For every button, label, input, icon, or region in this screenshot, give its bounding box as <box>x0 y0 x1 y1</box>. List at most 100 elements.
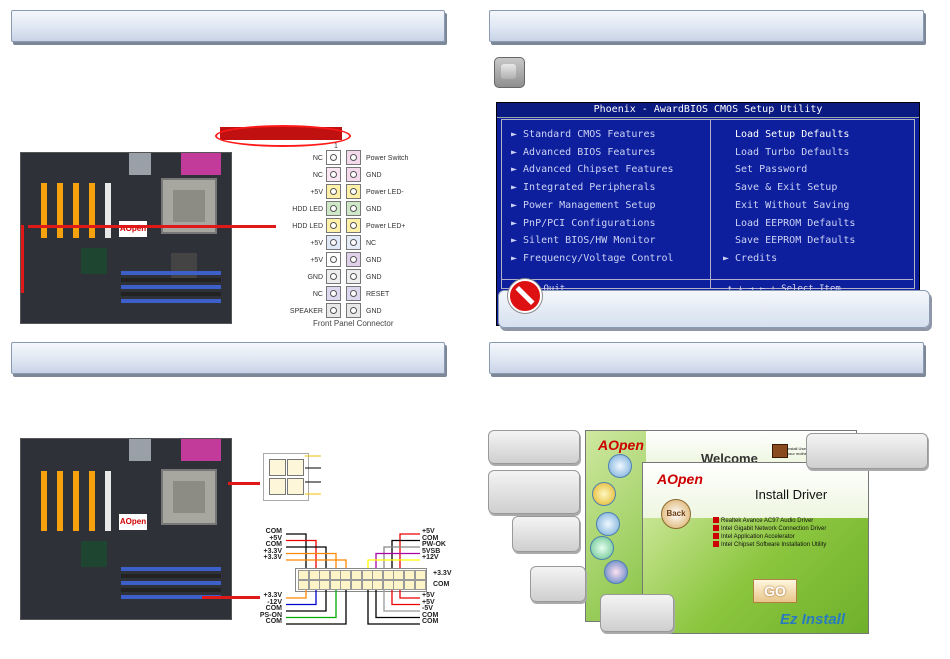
pin <box>346 235 361 250</box>
bios-menu-item[interactable]: ► Silent BIOS/HW Monitor <box>511 235 656 247</box>
driver-item[interactable]: Realtek Avance AC97 Audio Driver <box>713 517 826 525</box>
driver-item[interactable]: Intel Application Accelerator <box>713 533 826 541</box>
fp-row: +5V GND <box>290 252 420 269</box>
atx-pin-label: COM <box>422 611 439 619</box>
atx-pin <box>298 570 309 580</box>
atx-pin-label: COM <box>422 534 439 542</box>
pin <box>346 286 361 301</box>
ez-brand: AOpen <box>598 437 644 453</box>
bios-menu-item[interactable]: Load EEPROM Defaults <box>735 217 856 229</box>
checkbox[interactable] <box>713 541 719 548</box>
atx-pin <box>372 570 384 580</box>
callout-box-5 <box>600 594 674 632</box>
bios-menu-item[interactable]: Set Password <box>735 164 808 176</box>
ez-menu-icon-3[interactable] <box>596 512 620 536</box>
checkbox[interactable] <box>713 525 719 532</box>
atx-pin <box>361 570 373 580</box>
fp-right-label: GND <box>366 274 382 281</box>
bios-menu-item[interactable]: ► Credits <box>723 252 778 264</box>
section-header-bios <box>489 10 924 42</box>
atx-pin <box>298 580 309 590</box>
motherboard-photo: AOpen <box>20 152 232 324</box>
atx-pin-label: COM <box>265 605 282 612</box>
bios-menu-item[interactable]: ► Advanced BIOS Features <box>511 146 656 158</box>
fp-row: HDD LED Power LED+ <box>290 218 420 235</box>
ez-install-logo: Ez Install <box>780 611 846 628</box>
bios-menu-item[interactable]: Load Turbo Defaults <box>735 146 850 158</box>
bios-menu-item[interactable]: Load Setup Defaults <box>735 129 850 140</box>
atx-pin <box>351 570 362 580</box>
callout-box-3 <box>512 516 580 552</box>
fp-left-label: NC <box>312 291 323 298</box>
fp-right-label: GND <box>366 257 382 264</box>
atx-pin <box>404 580 415 590</box>
atx-pin <box>340 580 352 590</box>
atx-pin <box>414 570 426 580</box>
pin <box>346 218 361 233</box>
back-button[interactable]: Back <box>661 499 691 529</box>
section-header-ez-install <box>489 342 924 374</box>
wire-lines <box>305 455 321 495</box>
callout-box-2 <box>488 470 580 514</box>
fp-left-label: NC <box>312 172 323 179</box>
motherboard-photo-2: AOpen <box>20 438 232 620</box>
bios-menu-item[interactable]: Save & Exit Setup <box>735 182 838 194</box>
ez-brand-2: AOpen <box>657 471 703 487</box>
bios-menu-item[interactable]: Exit Without Saving <box>735 199 850 211</box>
driver-item[interactable]: Intel Chipset Software Installation Util… <box>713 541 826 549</box>
fp-right-label: Power LED- <box>366 189 404 196</box>
pin <box>346 167 361 182</box>
bios-menu-item[interactable]: ► Integrated Peripherals <box>511 182 656 194</box>
atx-pin-label: +5V <box>422 528 435 535</box>
checkbox[interactable] <box>713 517 719 524</box>
pointer-arrow-atx <box>202 596 260 599</box>
bios-menu-item[interactable]: ► Frequency/Voltage Control <box>511 252 674 264</box>
atx-pin <box>319 570 331 580</box>
checkbox[interactable] <box>713 533 719 540</box>
bios-menu-item[interactable]: ► Power Management Setup <box>511 199 656 211</box>
pin <box>326 252 341 267</box>
fp-left-label: SPEAKER <box>289 308 323 315</box>
pin <box>326 201 341 216</box>
atx-pin-label: COM <box>265 541 282 548</box>
ez-menu-icon-4[interactable] <box>590 536 614 560</box>
atx-power-connector <box>295 568 427 592</box>
fp-left-label: HDD LED <box>292 223 323 230</box>
driver-label: Realtek Avance AC97 Audio Driver <box>721 518 814 524</box>
fp-left-label: +5V <box>310 257 323 264</box>
atx-pin-label: +5V <box>422 598 435 606</box>
ez-menu-icon-2[interactable] <box>592 482 616 506</box>
pin <box>346 252 361 267</box>
atx-pin <box>329 580 341 590</box>
ez-menu-icon-5[interactable] <box>604 560 628 584</box>
fp-right-label: Power LED+ <box>366 223 406 230</box>
pin <box>326 218 341 233</box>
bios-menu-item[interactable]: ► PnP/PCI Configurations <box>511 217 656 229</box>
section-header-front-panel <box>11 10 445 42</box>
fp-right-label: Power Switch <box>366 155 409 162</box>
driver-item[interactable]: Intel Gigabit Network Connection Driver <box>713 525 826 533</box>
bios-menu-item[interactable]: Save EEPROM Defaults <box>735 235 856 247</box>
atx-pin-label: +3.3V <box>263 592 283 599</box>
bios-menu-item[interactable]: ► Standard CMOS Features <box>511 129 656 140</box>
pin <box>326 150 341 165</box>
fp-right-label: GND <box>366 172 382 179</box>
pin <box>326 286 341 301</box>
go-button[interactable]: GO <box>753 579 797 603</box>
bios-menu-item[interactable]: ► Advanced Chipset Features <box>511 164 674 176</box>
driver-label: Intel Chipset Software Installation Util… <box>721 542 827 548</box>
bios-screen: Phoenix - AwardBIOS CMOS Setup Utility E… <box>496 102 920 326</box>
atx-pin-label: PS-ON <box>259 611 282 619</box>
prohibited-icon <box>508 279 542 313</box>
atx-pin-label: COM <box>422 618 439 625</box>
atx-pin <box>382 580 394 590</box>
ez-menu-icon-1[interactable] <box>608 454 632 478</box>
atx-pin <box>319 580 331 590</box>
atx-pin-label: COM <box>433 581 450 588</box>
atx-pin <box>393 570 405 580</box>
atx-pin <box>340 570 352 580</box>
fp-right-label: RESET <box>366 291 390 298</box>
